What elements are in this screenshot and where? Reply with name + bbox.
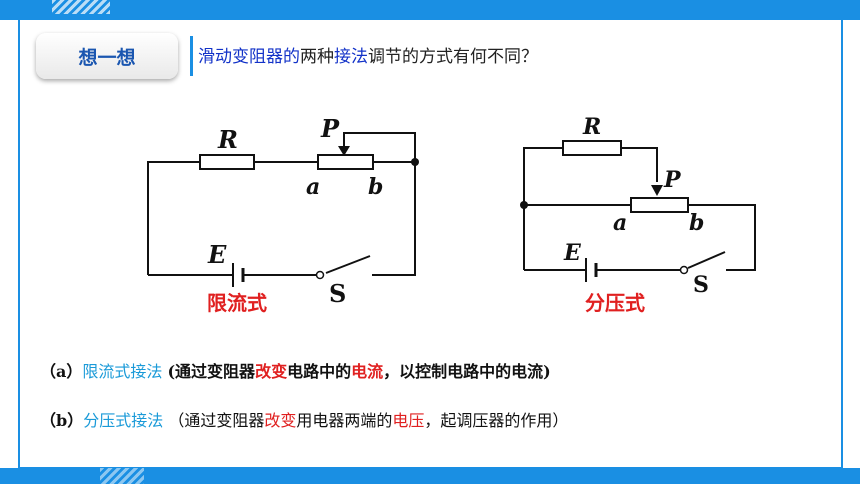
- circuit-1-caption: 限流式: [207, 291, 267, 315]
- note-a-prefix: （a）: [40, 362, 83, 381]
- note-b-text-3: 用电器两端的: [296, 411, 393, 430]
- note-a: （a）限流式接法 (通过变阻器改变电路中的电流，以控制电路中的电流): [40, 358, 551, 382]
- bottom-stripe-decoration: [100, 468, 144, 484]
- circuit-1-switch-pivot: [315, 270, 325, 280]
- circuit-2-label-e: E: [563, 240, 582, 266]
- note-b-prefix: （b）: [40, 411, 84, 430]
- circuit-2-switch-pivot: [679, 265, 689, 275]
- note-a-text-5: ，以控制电路中的电流): [383, 362, 551, 381]
- note-b-text-1: （通过变阻器: [168, 411, 265, 430]
- question-part-1: 滑动变阻器的: [198, 47, 300, 67]
- circuit-1-label-a: a: [306, 174, 320, 200]
- circuit-1-label-b: b: [368, 174, 383, 200]
- note-a-text-2: 改变: [255, 362, 288, 381]
- circuit-1-resistor-r: [199, 154, 255, 170]
- bottom-bar: [0, 468, 860, 484]
- circuit-2-resistor-r: [562, 140, 622, 156]
- note-b-text-4: 电压: [392, 411, 425, 430]
- circuit-1-rheostat: [317, 154, 374, 170]
- question-text: 滑动变阻器的两种接法调节的方式有何不同？: [198, 42, 538, 67]
- circuit-2-label-b: b: [689, 210, 704, 236]
- circuit-1-slider-arrow: [338, 146, 350, 156]
- circuit-1-junction: [411, 158, 419, 166]
- note-a-text-3: 电路中的: [287, 362, 352, 381]
- note-a-text-4: 电流: [351, 362, 384, 381]
- circuit-2-label-a: a: [613, 210, 627, 236]
- circuit-1-label-p: P: [320, 114, 340, 143]
- content-frame: [18, 20, 843, 469]
- note-b-name: 分压式接法: [83, 411, 164, 430]
- circuit-2-junction: [520, 201, 528, 209]
- question-part-4: 调节的方式有何不同？: [368, 47, 538, 67]
- circuit-1-label-r: R: [217, 125, 238, 154]
- think-badge: 想一想: [36, 33, 178, 79]
- note-b-text-2: 改变: [264, 411, 297, 430]
- question-part-3: 接法: [334, 47, 368, 67]
- badge-divider: [190, 36, 193, 76]
- circuit-2-wires: [523, 147, 756, 271]
- circuit-1-label-e: E: [207, 240, 227, 269]
- top-bar: [0, 0, 860, 20]
- top-stripe-decoration: [52, 0, 110, 14]
- note-b-text-5: ，起调压器的作用）: [424, 411, 569, 430]
- note-a-text-1: (通过变阻器: [167, 362, 256, 381]
- circuit-1-label-s: S: [329, 279, 346, 308]
- circuit-2-label-r: R: [582, 114, 601, 140]
- circuit-2-slider-arrow: [651, 185, 663, 196]
- note-b: （b）分压式接法 （通过变阻器改变用电器两端的电压，起调压器的作用）: [40, 407, 568, 431]
- question-part-2: 两种: [300, 47, 334, 67]
- circuit-1-wires: [147, 132, 416, 276]
- note-a-name: 限流式接法: [82, 362, 163, 381]
- circuit-2-caption: 分压式: [585, 291, 645, 315]
- circuit-2-rheostat: [630, 197, 689, 213]
- circuit-2-label-p: P: [663, 167, 682, 193]
- circuit-2-label-s: S: [693, 272, 709, 298]
